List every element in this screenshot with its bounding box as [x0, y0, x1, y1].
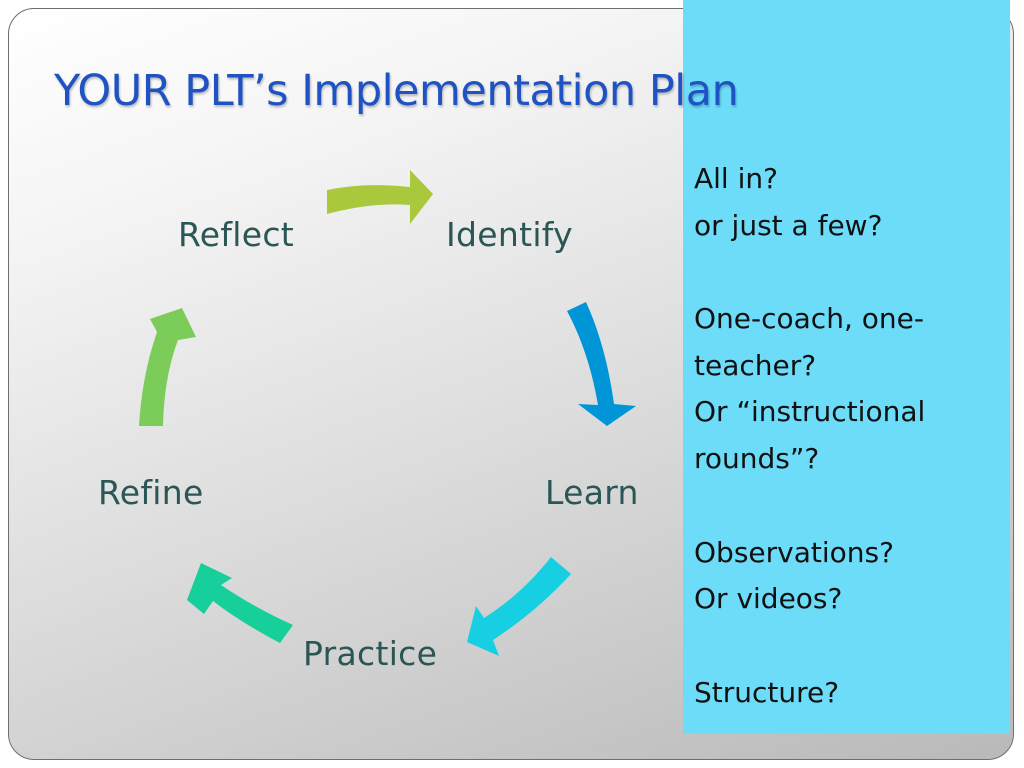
sidebar-panel [683, 0, 1010, 734]
sidebar-line: rounds”? [694, 442, 820, 476]
arrow-learn-to-practice [467, 557, 571, 656]
step-refine: Refine [98, 473, 204, 512]
sidebar-line: Or videos? [694, 582, 843, 616]
sidebar-line: Structure? [694, 675, 840, 709]
sidebar-line [694, 483, 994, 530]
sidebar-line [694, 249, 994, 296]
arrow-practice-to-refine [187, 563, 293, 643]
step-learn: Learn [545, 473, 639, 512]
arrow-refine-to-reflect [139, 308, 196, 426]
sidebar-line: teacher? [694, 348, 817, 382]
sidebar-line: or just a few? [694, 208, 883, 242]
sidebar-line: All in? [694, 162, 778, 195]
step-reflect: Reflect [178, 215, 295, 254]
sidebar-line: Observations? [694, 535, 894, 569]
arrow-identify-to-learn [567, 302, 636, 426]
sidebar-line [694, 623, 994, 670]
sidebar-line: Or “instructional [694, 395, 926, 429]
sidebar-line: One-coach, one- [694, 302, 924, 336]
slide-title: YOUR PLT’s Implementation Plan [54, 66, 739, 116]
arrow-reflect-to-identify [327, 170, 433, 224]
step-practice: Practice [303, 634, 438, 673]
step-identify: Identify [446, 215, 573, 254]
sidebar-questions: All in? or just a few? One-coach, one- t… [694, 156, 994, 716]
